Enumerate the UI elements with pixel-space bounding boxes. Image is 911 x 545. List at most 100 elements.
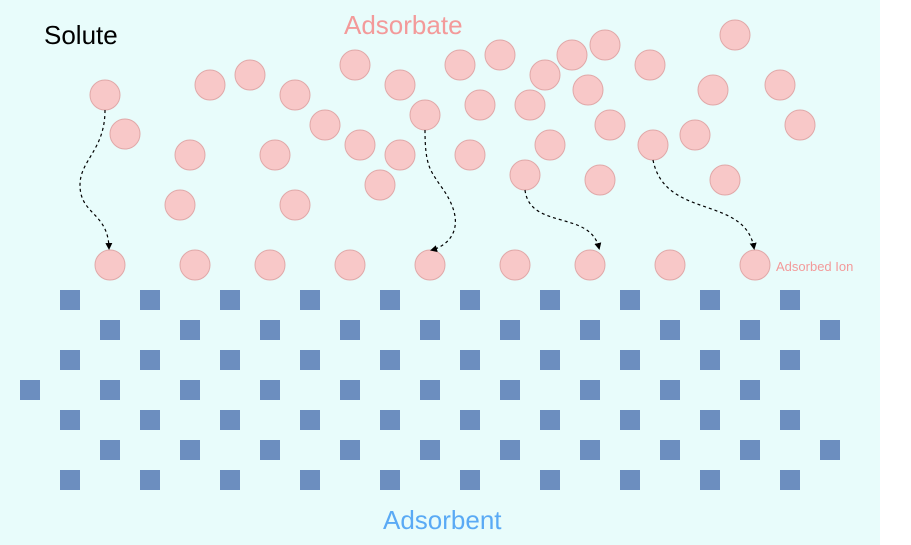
adsorbent-site — [460, 350, 480, 370]
adsorbate-label: Adsorbate — [344, 10, 463, 40]
adsorbent-site — [20, 380, 40, 400]
solute-particle — [384, 139, 416, 171]
solute-particle — [514, 89, 546, 121]
solute-particle — [529, 59, 561, 91]
adsorbent-site — [580, 440, 600, 460]
free-particles — [89, 19, 816, 221]
adsorbent-site — [60, 410, 80, 430]
solute-particle — [584, 164, 616, 196]
solute-particle — [784, 109, 816, 141]
adsorbent-site — [620, 410, 640, 430]
solute-particle — [509, 159, 541, 191]
adsorption-path-arrow — [79, 109, 113, 250]
adsorbent-site — [340, 440, 360, 460]
adsorbed-particle — [574, 249, 606, 281]
adsorbent-site — [180, 440, 200, 460]
solute-particle — [194, 69, 226, 101]
adsorbed-particle — [499, 249, 531, 281]
adsorbed-particle — [739, 249, 771, 281]
adsorbent-site — [620, 290, 640, 310]
solute-particle — [594, 109, 626, 141]
adsorbent-site — [580, 320, 600, 340]
solute-particle — [764, 69, 796, 101]
solute-particle — [259, 139, 291, 171]
solute-particle — [484, 39, 516, 71]
adsorbent-site — [540, 290, 560, 310]
adsorbent-site — [540, 410, 560, 430]
solute-particle — [556, 39, 588, 71]
adsorption-path-arrow — [524, 189, 602, 250]
solute-particle — [279, 189, 311, 221]
adsorbent-grid — [20, 290, 840, 490]
solute-particle — [339, 49, 371, 81]
solute-particle — [344, 129, 376, 161]
adsorbent-site — [700, 290, 720, 310]
solute-particle — [89, 79, 121, 111]
solute-particle — [234, 59, 266, 91]
adsorbent-site — [180, 380, 200, 400]
solute-particle — [534, 129, 566, 161]
adsorbent-site — [180, 320, 200, 340]
solute-particle — [444, 49, 476, 81]
solute-label: Solute — [44, 20, 118, 50]
adsorbent-label: Adsorbent — [383, 505, 502, 535]
solute-particle — [679, 119, 711, 151]
adsorbent-site — [140, 410, 160, 430]
adsorption-path-arrow — [424, 129, 456, 253]
adsorbent-site — [420, 380, 440, 400]
solute-particle — [589, 29, 621, 61]
diagram-canvas: Solute Adsorbate Adsorbent Adsorbed Ion — [0, 0, 880, 545]
solute-particle — [309, 109, 341, 141]
adsorbent-site — [140, 470, 160, 490]
adsorbent-site — [700, 350, 720, 370]
adsorbent-site — [60, 350, 80, 370]
adsorbed-particle — [334, 249, 366, 281]
solute-particle — [572, 74, 604, 106]
adsorbent-site — [780, 350, 800, 370]
solute-particle — [409, 99, 441, 131]
adsorbed-particle — [254, 249, 286, 281]
adsorbed-ion-label: Adsorbed Ion — [776, 259, 854, 274]
adsorption-diagram — [20, 19, 840, 490]
adsorbed-particle — [94, 249, 126, 281]
adsorbent-site — [380, 410, 400, 430]
adsorbent-site — [780, 470, 800, 490]
solute-particle — [709, 164, 741, 196]
adsorbent-site — [580, 380, 600, 400]
adsorbent-site — [300, 350, 320, 370]
adsorbent-site — [420, 440, 440, 460]
adsorbent-site — [140, 350, 160, 370]
adsorbent-site — [380, 350, 400, 370]
adsorbent-site — [260, 440, 280, 460]
solute-particle — [384, 69, 416, 101]
adsorbent-site — [60, 290, 80, 310]
solute-particle — [174, 139, 206, 171]
solute-particle — [637, 129, 669, 161]
adsorbent-site — [660, 320, 680, 340]
adsorbent-site — [420, 320, 440, 340]
adsorbent-site — [380, 290, 400, 310]
adsorbent-site — [340, 320, 360, 340]
adsorbent-site — [500, 380, 520, 400]
adsorbent-site — [820, 320, 840, 340]
adsorbent-site — [780, 290, 800, 310]
adsorbent-site — [700, 410, 720, 430]
solute-particle — [697, 74, 729, 106]
adsorbed-particle — [654, 249, 686, 281]
adsorbent-site — [620, 470, 640, 490]
solute-particle — [279, 79, 311, 111]
adsorbent-site — [620, 350, 640, 370]
solute-particle — [719, 19, 751, 51]
adsorbent-site — [300, 290, 320, 310]
adsorbent-site — [100, 440, 120, 460]
adsorbent-site — [460, 470, 480, 490]
adsorbent-site — [780, 410, 800, 430]
adsorbent-site — [260, 380, 280, 400]
adsorbent-site — [540, 350, 560, 370]
adsorbent-site — [220, 350, 240, 370]
adsorbent-site — [660, 380, 680, 400]
adsorbent-site — [460, 410, 480, 430]
adsorbent-site — [740, 380, 760, 400]
adsorbent-site — [500, 320, 520, 340]
adsorbent-site — [500, 440, 520, 460]
